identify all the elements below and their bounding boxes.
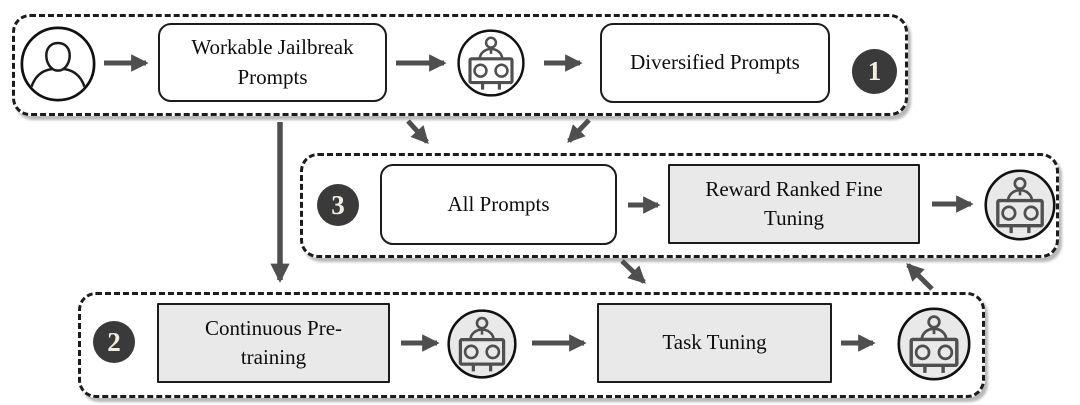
all-prompts-label: All Prompts bbox=[447, 191, 550, 216]
stage1-number: 1 bbox=[867, 56, 882, 86]
reward-ranked-fine-tuning-label: Reward Ranked Fine Tuning bbox=[705, 176, 883, 230]
stage1-badge: 1 bbox=[852, 49, 897, 94]
diversified-prompts-label: Diversified Prompts bbox=[630, 50, 800, 75]
workable-jailbreak-prompts-box: Workable Jailbreak Prompts bbox=[158, 23, 387, 102]
task-tuning-label: Task Tuning bbox=[662, 330, 767, 355]
stage2-number: 2 bbox=[107, 326, 121, 357]
person-icon bbox=[19, 25, 97, 103]
stage3-number: 3 bbox=[331, 189, 345, 220]
task-tuning-box: Task Tuning bbox=[597, 303, 832, 383]
workable-jailbreak-prompts-label: Workable Jailbreak Prompts bbox=[191, 35, 354, 89]
continuous-pretraining-label: Continuous Pre-training bbox=[204, 315, 343, 369]
robot-icon bbox=[983, 168, 1057, 242]
diversified-prompts-box: Diversified Prompts bbox=[600, 23, 830, 103]
stage2-badge: 2 bbox=[93, 321, 135, 363]
robot-icon bbox=[446, 308, 518, 380]
continuous-pretraining-box: Continuous Pre-training bbox=[157, 303, 390, 383]
robot-icon bbox=[896, 306, 972, 382]
all-prompts-box: All Prompts bbox=[380, 164, 617, 245]
stage3-badge: 3 bbox=[317, 184, 359, 226]
robot-icon bbox=[456, 28, 526, 98]
reward-ranked-fine-tuning-box: Reward Ranked Fine Tuning bbox=[668, 164, 920, 244]
